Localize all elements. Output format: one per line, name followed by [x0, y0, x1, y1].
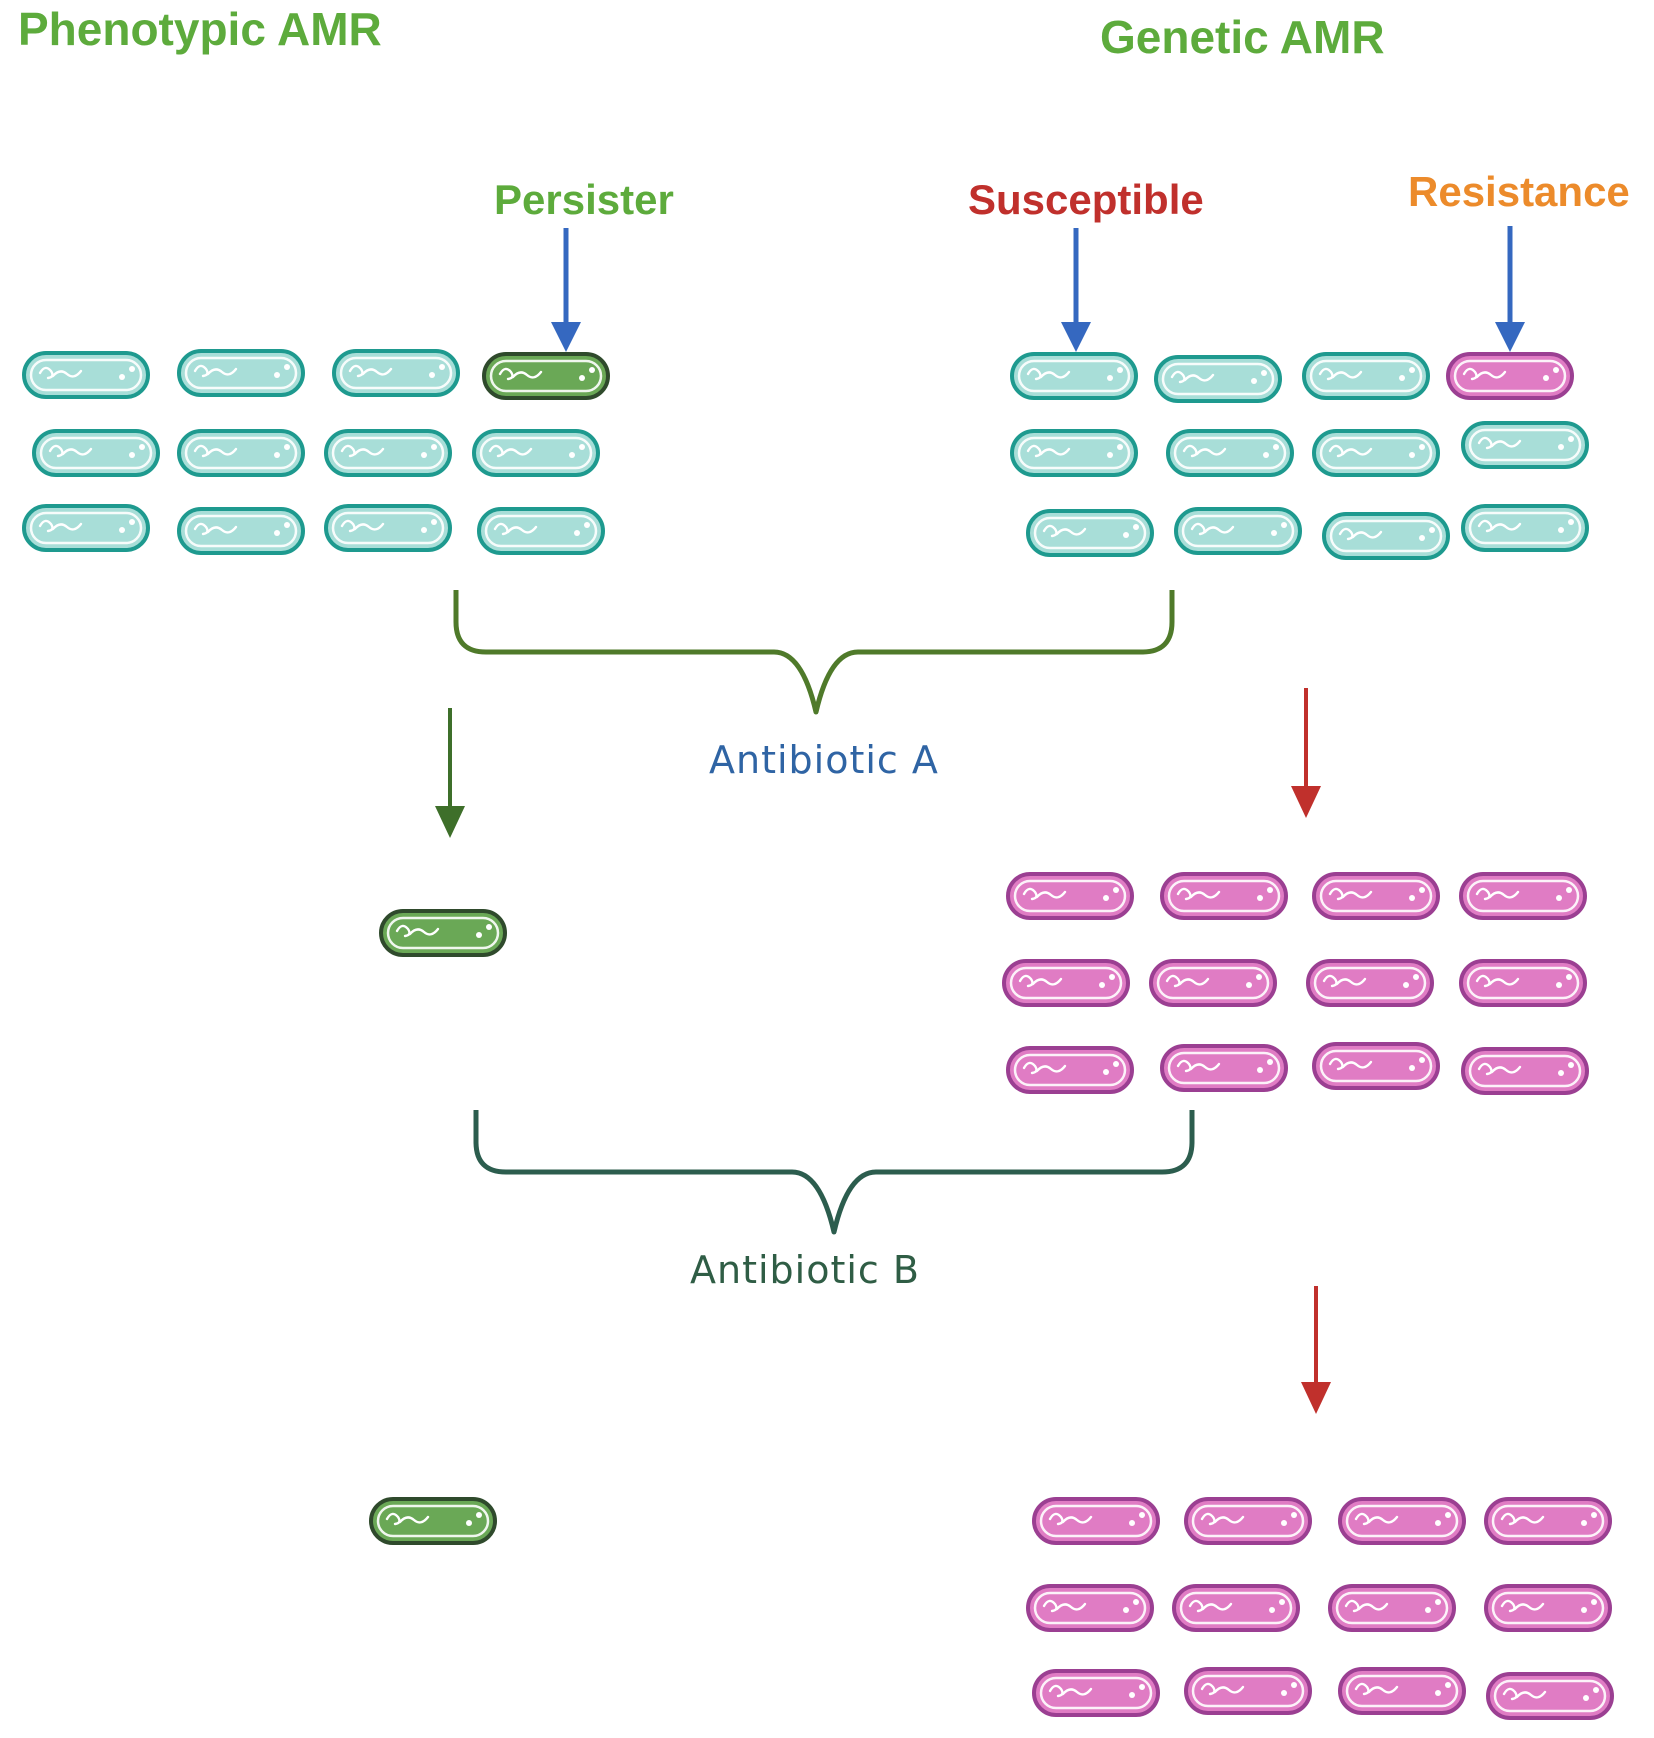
- resistant-cell: [1306, 959, 1434, 1007]
- genetic-cell: [1461, 421, 1589, 469]
- resistant-cell: [1172, 1584, 1300, 1632]
- resistant-cell: [1184, 1667, 1312, 1715]
- resistant-cell: [1032, 1669, 1160, 1717]
- resistant-cell: [1312, 872, 1440, 920]
- genetic-cell: [1174, 507, 1302, 555]
- resistant-cell: [1338, 1667, 1466, 1715]
- resistant-cell: [1328, 1584, 1456, 1632]
- phenotypic-cell: [32, 429, 160, 477]
- phenotypic-cell: [177, 507, 305, 555]
- resistant-cell: [1184, 1497, 1312, 1545]
- resistant-cell: [1338, 1497, 1466, 1545]
- genetic-outcome-arrow-b: [1301, 1286, 1331, 1414]
- resistant-cell: [1446, 352, 1574, 400]
- resistant-cell: [1149, 959, 1277, 1007]
- susceptible-label: Susceptible: [968, 176, 1204, 223]
- phenotypic-cell: [477, 507, 605, 555]
- resistant-cell: [1006, 872, 1134, 920]
- resistant-cell: [1486, 1672, 1614, 1720]
- persister-label: Persister: [494, 176, 674, 223]
- phenotypic-cell: [22, 504, 150, 552]
- phenotypic-cell: [177, 429, 305, 477]
- persister-pointer-arrow: [551, 228, 581, 352]
- resistant-cell: [1459, 872, 1587, 920]
- resistant-cell: [1026, 1584, 1154, 1632]
- resistant-cell: [1160, 1044, 1288, 1092]
- resistant-cell: [1312, 1042, 1440, 1090]
- phenotypic-cell: [324, 504, 452, 552]
- resistance-pointer-arrow: [1495, 226, 1525, 352]
- resistant-cell: [1484, 1584, 1612, 1632]
- phenotypic-cell: [472, 429, 600, 477]
- genetic-cell: [1010, 352, 1138, 400]
- phenotypic-cell: [22, 351, 150, 399]
- phenotypic-cell: [177, 349, 305, 397]
- antibiotic-b-label: Antibiotic B: [690, 1248, 920, 1292]
- phenotypic-cell: [332, 349, 460, 397]
- surviving-persister-cell: [379, 909, 507, 957]
- genetic-cell: [1154, 355, 1282, 403]
- genetic-outcome-arrow-a: [1291, 688, 1321, 818]
- resistance-label: Resistance: [1408, 168, 1630, 215]
- resistant-cell: [1002, 959, 1130, 1007]
- resistant-cell: [1484, 1497, 1612, 1545]
- genetic-cell: [1026, 509, 1154, 557]
- antibiotic-a-label: Antibiotic A: [709, 738, 939, 782]
- antibiotic-a-brace: [453, 590, 1175, 715]
- antibiotic-b-brace: [473, 1110, 1195, 1235]
- phenotypic-amr-title: Phenotypic AMR: [18, 3, 382, 55]
- genetic-amr-title: Genetic AMR: [1100, 11, 1385, 63]
- surviving-persister-cell: [369, 1497, 497, 1545]
- susceptible-pointer-arrow: [1061, 228, 1091, 352]
- resistant-cell: [1160, 872, 1288, 920]
- genetic-cell: [1010, 429, 1138, 477]
- genetic-cell: [1461, 504, 1589, 552]
- phenotypic-cell: [324, 429, 452, 477]
- resistant-cell: [1461, 1047, 1589, 1095]
- genetic-cell: [1166, 429, 1294, 477]
- persister-cell: [482, 352, 610, 400]
- genetic-cell: [1302, 352, 1430, 400]
- genetic-cell: [1322, 512, 1450, 560]
- resistant-cell: [1032, 1497, 1160, 1545]
- resistant-cell: [1459, 959, 1587, 1007]
- phenotypic-outcome-arrow-a: [435, 708, 465, 838]
- genetic-cell: [1312, 429, 1440, 477]
- resistant-cell: [1006, 1046, 1134, 1094]
